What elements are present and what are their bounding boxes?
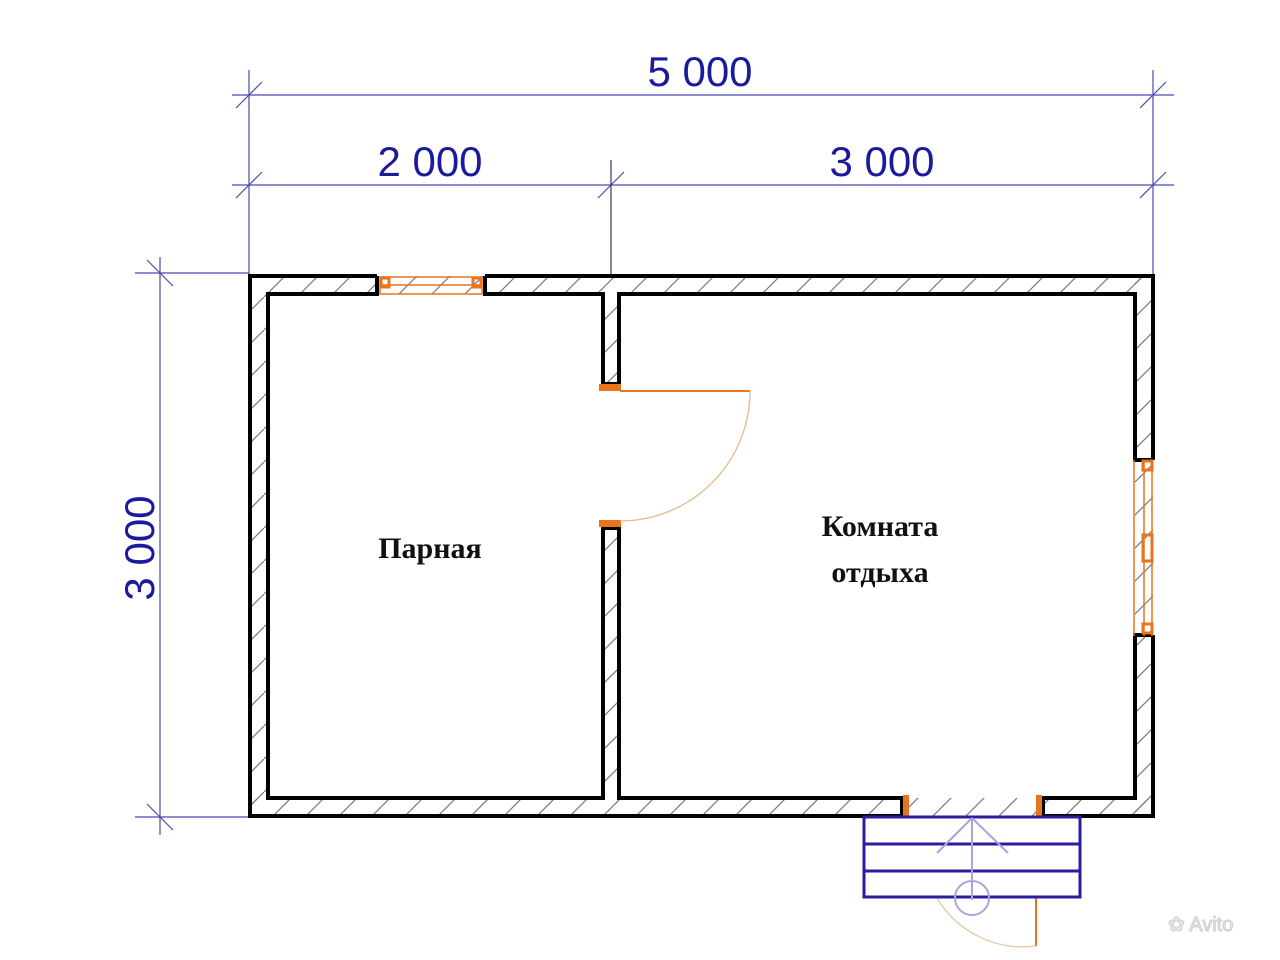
dimension-right-section: 3 000: [829, 138, 934, 185]
entrance-door: [903, 795, 1042, 948]
watermark-text: Avito: [1189, 914, 1234, 937]
dimension-height: 3 000: [116, 495, 163, 600]
watermark-icon: ✿: [1167, 914, 1190, 937]
stairs-direction-arrow-icon: [936, 817, 1009, 916]
window-right: [1133, 459, 1154, 636]
interior-door: [599, 384, 751, 527]
room-label-rest-room-line2: отдыха: [831, 556, 928, 589]
dimension-total-width: 5 000: [647, 48, 752, 95]
watermark-logo: ✿ Avito: [1167, 912, 1234, 937]
room-label-rest-room-line1: Комната: [822, 510, 939, 543]
room-label-steam-room: Парная: [378, 532, 482, 565]
entrance-stairs: [862, 815, 1082, 916]
dimension-left-section: 2 000: [377, 138, 482, 185]
dimension-lines: [135, 70, 1174, 835]
window-top: [379, 276, 483, 295]
